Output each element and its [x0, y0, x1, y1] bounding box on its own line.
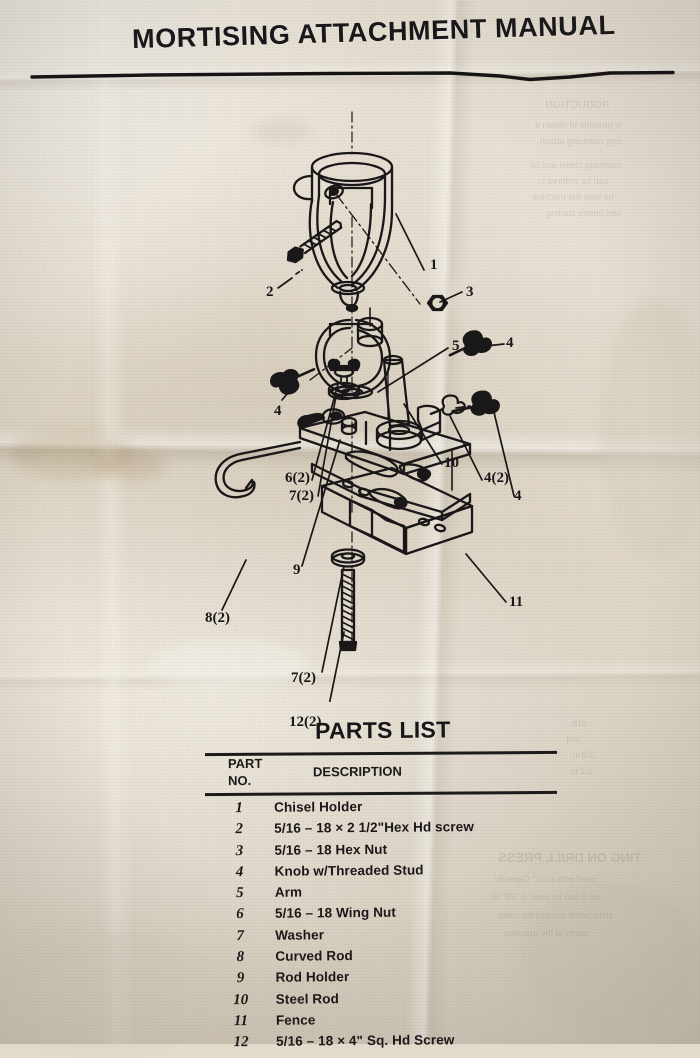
callout-4b: 4: [274, 403, 282, 419]
assembly-drawing: [214, 111, 515, 702]
part-description-cell: 5/16 – 18 Hex Nut: [274, 841, 388, 858]
column-header-part-no-line2: NO.: [228, 772, 252, 789]
header-divider-rule: [30, 70, 675, 82]
part-number-cell: 5: [235, 885, 244, 902]
part-description-cell: Steel Rod: [275, 990, 339, 1007]
table-header-rule: [204, 790, 558, 797]
part-number-cell: 4: [235, 863, 244, 881]
callout-3: 3: [466, 284, 474, 300]
part-description-cell: Rod Holder: [275, 969, 350, 986]
part-description-cell: Chisel Holder: [273, 799, 363, 815]
page-title: MORTISING ATTACHMENT MANUAL: [131, 9, 616, 55]
part-description-cell: Arm: [274, 884, 303, 900]
callout-4a: 4: [506, 335, 514, 351]
part-number-cell: 12: [233, 1034, 249, 1051]
column-header-part-no-line1: PART: [227, 755, 263, 772]
part-description-cell: Washer: [275, 927, 325, 943]
callout-10: 10: [444, 455, 459, 471]
column-header-part-no: PART NO.: [228, 755, 263, 789]
document-header: MORTISING ATTACHMENT MANUAL: [0, 0, 700, 92]
parts-list-rows: 1 Chisel Holder 2 5/16 – 18 × 2 1/2"Hex Hd …: [0, 796, 700, 1058]
part-number-cell: 3: [235, 842, 244, 859]
callout-7a: 7(2): [289, 488, 314, 504]
parts-list-section: PARTS LIST PART NO. DESCRIPTION 1 Chisel …: [0, 705, 700, 1050]
callout-6: 6(2): [285, 470, 310, 486]
callout-4c: 4(2): [484, 470, 509, 486]
part-number-cell: 10: [233, 991, 249, 1008]
column-header-description: DESCRIPTION: [312, 763, 402, 780]
part-number-cell: 2: [235, 821, 244, 838]
part-description-cell: 5/16 – 18 × 2 1/2"Hex Hd screw: [274, 819, 474, 837]
parts-list-heading: PARTS LIST: [314, 716, 451, 744]
part-number-cell: 9: [236, 970, 245, 987]
callout-8: 8(2): [205, 610, 230, 626]
part-description-cell: Fence: [275, 1012, 316, 1028]
part-description-cell: 5/16 – 18 × 4" Sq. Hd Screw: [276, 1032, 455, 1050]
part-description-cell: Knob w/Threaded Stud: [274, 862, 424, 879]
part-number-cell: 8: [236, 949, 245, 966]
part-number-cell: 6: [236, 906, 244, 923]
callout-1: 1: [430, 257, 438, 273]
exploded-assembly-diagram: 1 2 3 4 5 4 10 6(2) 7(2) 4(2) 4 9 8(2) 1…: [0, 92, 700, 730]
part-number-cell: 11: [233, 1012, 249, 1030]
callout-9: 9: [293, 562, 301, 578]
part-number-cell: 1: [235, 800, 243, 817]
callout-12: 12(2): [289, 714, 322, 730]
part-description-cell: 5/16 – 18 Wing Nut: [274, 905, 397, 922]
callout-2: 2: [266, 284, 274, 300]
callout-4d: 4: [514, 488, 522, 504]
part-number-cell: 7: [236, 927, 245, 944]
callout-7b: 7(2): [291, 670, 316, 686]
part-description-cell: Curved Rod: [275, 948, 353, 964]
callout-5: 5: [452, 338, 460, 354]
callout-11: 11: [509, 594, 524, 610]
